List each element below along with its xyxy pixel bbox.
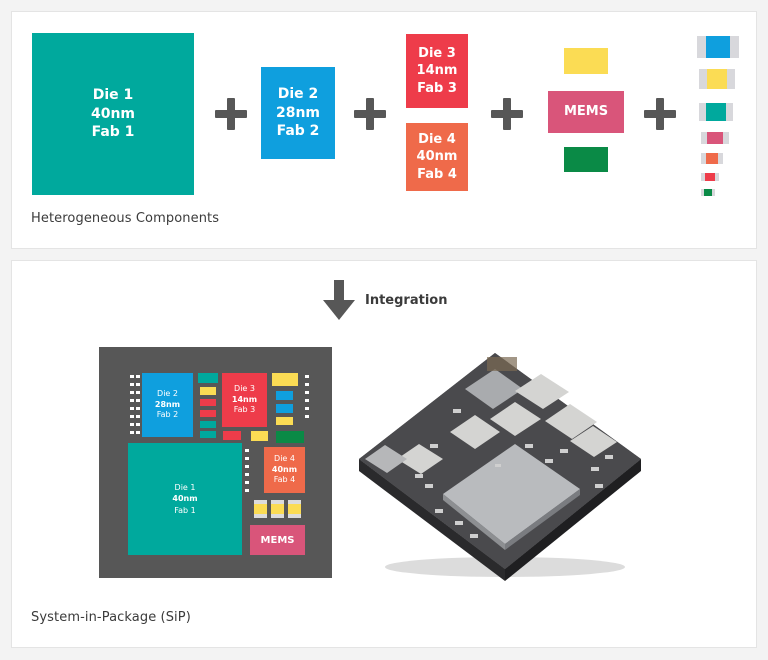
die-2-fab: Fab 2 (276, 123, 320, 140)
sip-die-1-name: Die 1 (174, 482, 196, 492)
sip-die-4-node: 40nm (271, 464, 298, 474)
sip-module-photo (359, 353, 641, 581)
sip-die-1-node: 40nm (172, 494, 198, 504)
down-arrow-icon (323, 280, 355, 320)
passive-component-red (701, 173, 719, 181)
heterogeneous-components-panel: Die 1 40nm Fab 1 Die 2 28nm Fab 2 Die 3 … (11, 11, 757, 249)
die-1-block: Die 1 40nm Fab 1 (32, 33, 194, 195)
sip-die-1: Die 1 40nm Fab 1 (128, 443, 242, 555)
passive-component-teal (699, 103, 733, 121)
sip-caption: System-in-Package (SiP) (31, 610, 191, 625)
die-2-block: Die 2 28nm Fab 2 (261, 67, 335, 159)
mems-green-part (564, 147, 608, 172)
die-4-node: 40nm (416, 149, 458, 165)
sip-die-2: Die 2 28nm Fab 2 (142, 373, 193, 437)
plus-icon (491, 98, 523, 130)
system-in-package-panel: Integration Die 2 28nm Fab 2 (11, 260, 757, 648)
die-4-fab: Fab 4 (417, 166, 457, 182)
sip-die-4-fab: Fab 4 (273, 475, 296, 485)
die-4-block: Die 4 40nm Fab 4 (406, 123, 468, 191)
passive-component-green (701, 189, 715, 196)
die-3-fab: Fab 3 (417, 80, 457, 96)
die-1-node: 40nm (90, 105, 136, 122)
mems-block: MEMS (548, 91, 624, 133)
sip-die-2-fab: Fab 2 (156, 410, 179, 420)
integration-label: Integration (365, 293, 448, 308)
die-1-fab: Fab 1 (91, 124, 135, 141)
die-3-name: Die 3 (418, 46, 456, 62)
passive-component-yellow (699, 69, 735, 89)
sip-die-2-name: Die 2 (157, 388, 178, 398)
heterogeneous-components-caption: Heterogeneous Components (31, 211, 220, 226)
sip-die-1-fab: Fab 1 (174, 505, 196, 515)
die-3-block: Die 3 14nm Fab 3 (406, 34, 468, 108)
die-1-name: Die 1 (92, 87, 134, 104)
mems-label: MEMS (563, 104, 609, 120)
passive-component-blue (697, 36, 739, 58)
sip-die-2-node: 28nm (154, 399, 181, 409)
passive-component-pink (701, 132, 729, 144)
sip-die-3-node: 14nm (231, 394, 258, 404)
sip-mems-label: MEMS (260, 534, 295, 546)
mems-yellow-part (564, 48, 608, 74)
die-3-node: 14nm (416, 63, 458, 79)
plus-icon (354, 98, 386, 130)
sip-schematic-board: Die 2 28nm Fab 2 Die 3 14nm Fab 3 Die 1 … (99, 347, 332, 578)
plus-icon (215, 98, 247, 130)
sip-mems: MEMS (250, 525, 305, 555)
sip-die-3-name: Die 3 (234, 383, 255, 393)
passive-component-orange (701, 153, 723, 164)
sip-die-3-fab: Fab 3 (233, 405, 256, 415)
die-2-node: 28nm (275, 104, 321, 121)
sip-die-3: Die 3 14nm Fab 3 (222, 373, 267, 427)
sip-die-4: Die 4 40nm Fab 4 (264, 447, 305, 493)
plus-icon (644, 98, 676, 130)
die-4-name: Die 4 (418, 132, 456, 148)
die-2-name: Die 2 (277, 86, 319, 103)
sip-die-4-name: Die 4 (274, 453, 295, 463)
